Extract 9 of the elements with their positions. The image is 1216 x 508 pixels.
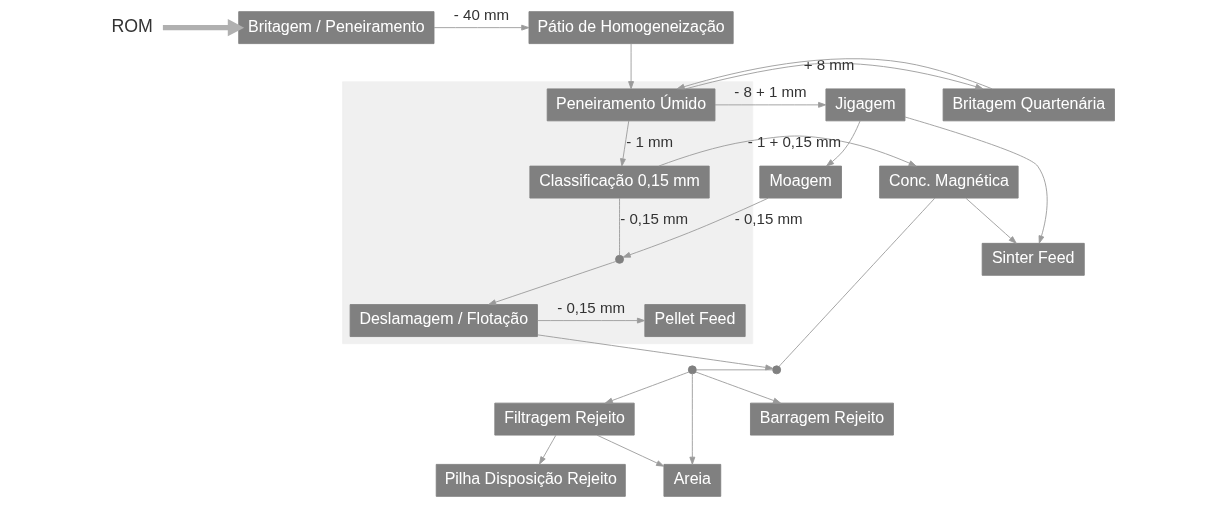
edge-label: - 40 mm [453, 6, 510, 24]
edge-label: - 1 mm [626, 133, 674, 151]
edge-label: - 0,15 mm [620, 210, 689, 228]
node-text: ROM [111, 16, 153, 37]
edge-label: + 8 mm [803, 55, 855, 73]
edge-label: - 0,15 mm [734, 210, 803, 228]
edge-label: - 0,15 mm [557, 299, 626, 317]
edge-label: - 1 + 0,15 mm [747, 133, 842, 151]
edge-label: - 8 + 1 mm [734, 83, 807, 101]
